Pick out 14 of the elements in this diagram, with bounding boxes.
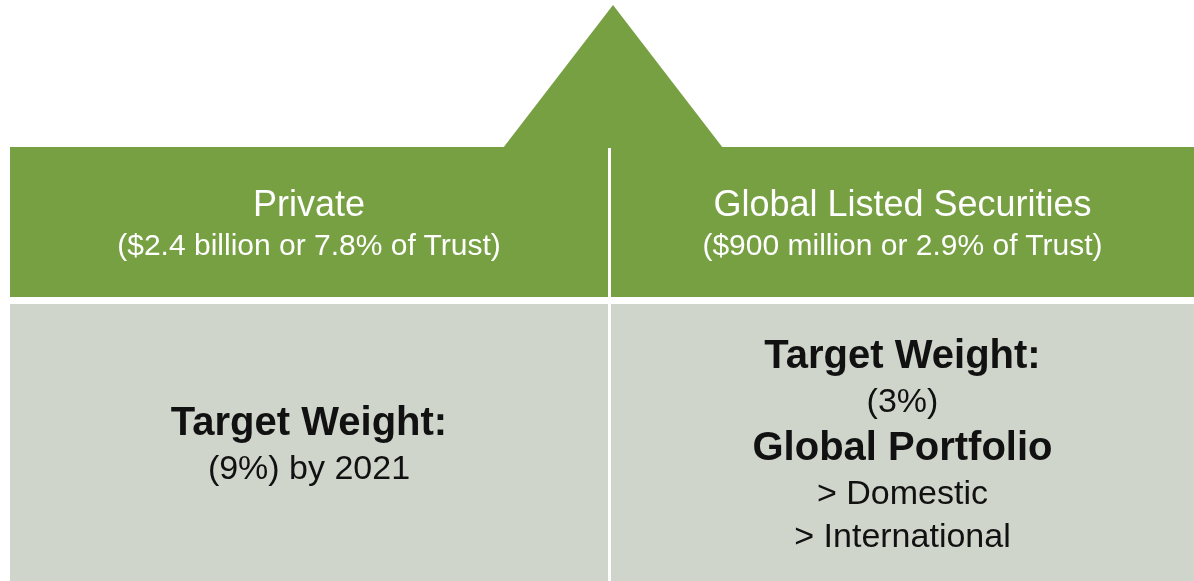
heading-text: Target Weight: [764, 330, 1041, 378]
body-text: > Domestic [817, 472, 988, 514]
body-text: (3%) [866, 379, 939, 421]
heading-text: Private [252, 181, 365, 226]
heading-text: Global Listed Securities [713, 181, 1092, 226]
body-text: Global Portfolio [752, 423, 1053, 471]
content-panel [10, 304, 608, 581]
body-text: > International [794, 514, 1011, 556]
heading-text: Target Weight: [170, 398, 448, 446]
body-text: (9%) by 2021 [207, 447, 411, 489]
content-panel [611, 304, 1194, 581]
body-text: ($900 million or 2.9% of Trust) [702, 226, 1103, 263]
body-text: ($2.4 billion or 7.8% of Trust) [117, 226, 501, 263]
triangle-shape [503, 5, 723, 148]
